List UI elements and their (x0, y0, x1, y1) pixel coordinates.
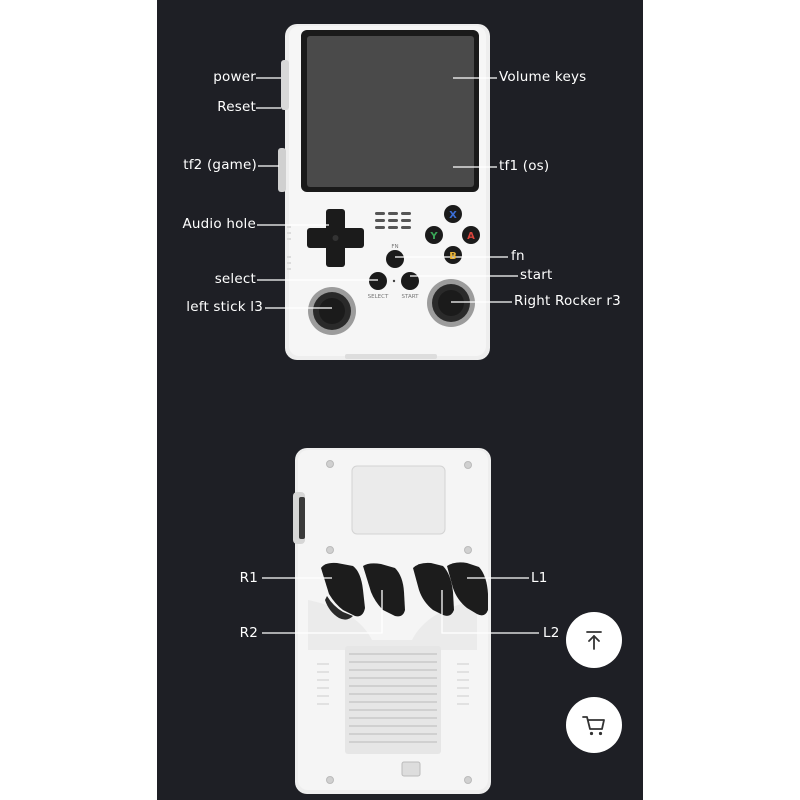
product-image-canvas: X Y A B FN SELECT START power Reset tf2 … (157, 0, 643, 800)
label-volume-keys: Volume keys (499, 69, 587, 85)
label-tf1: tf1 (os) (499, 158, 550, 174)
label-right-rocker: Right Rocker r3 (514, 293, 621, 309)
scroll-to-top-button[interactable] (566, 612, 622, 668)
label-r2: R2 (239, 625, 258, 641)
back-vent (345, 646, 441, 754)
trigger-l1 (447, 562, 488, 616)
cart-button[interactable] (566, 697, 622, 753)
front-callout-lines (256, 77, 518, 309)
label-l2: L2 (543, 625, 560, 641)
label-left-stick: left stick l3 (186, 299, 263, 315)
label-start: start (520, 267, 553, 283)
button-y-label: Y (429, 231, 438, 242)
right-stick (438, 290, 464, 316)
back-callout-lines (262, 577, 539, 634)
fn-button (386, 250, 404, 268)
start-small-label: START (402, 294, 420, 300)
front-view-device (278, 24, 490, 360)
label-tf2: tf2 (game) (183, 157, 257, 173)
fn-small-label: FN (391, 244, 398, 250)
back-view-device (293, 448, 491, 794)
label-l1: L1 (531, 570, 548, 586)
back-screws (326, 460, 472, 784)
button-x-label: X (449, 210, 457, 221)
left-stick (319, 298, 345, 324)
trigger-r1 (321, 562, 365, 617)
button-b-label: B (449, 251, 457, 262)
label-select: select (214, 271, 256, 287)
button-y-body (425, 226, 443, 244)
button-b-body (444, 246, 462, 264)
side-tf-slot (278, 148, 286, 192)
trigger-l2 (413, 562, 454, 616)
handheld-console-illustration: X Y A B FN SELECT START (256, 24, 539, 794)
arrow-up-to-top-icon (586, 631, 602, 650)
button-a-body (462, 226, 480, 244)
side-volume-keys (299, 497, 305, 539)
side-power-reset-keys (281, 60, 289, 110)
label-fn: fn (511, 248, 525, 264)
button-a-label: A (467, 231, 475, 242)
button-x-body (444, 205, 462, 223)
trigger-r2 (363, 563, 405, 617)
select-button (369, 272, 387, 290)
speaker-grille (375, 212, 411, 229)
shoulder-triggers (321, 562, 488, 620)
label-r1: R1 (239, 570, 258, 586)
label-audio-hole: Audio hole (182, 216, 256, 232)
start-button (401, 272, 419, 290)
label-power: power (213, 69, 256, 85)
label-reset: Reset (217, 99, 256, 115)
screen (307, 36, 474, 187)
shopping-cart-icon (582, 716, 605, 736)
select-small-label: SELECT (368, 294, 389, 300)
back-label-area (351, 465, 446, 535)
